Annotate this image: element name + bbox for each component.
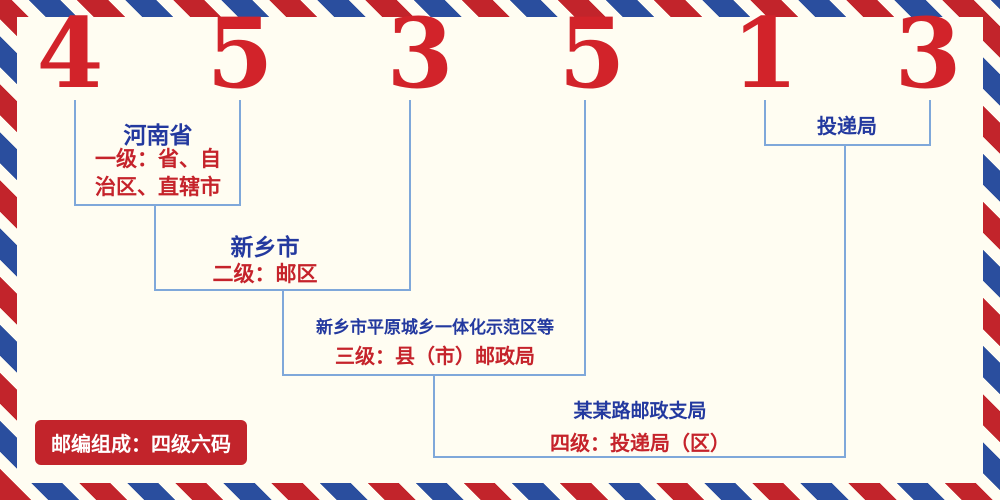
level3-description: 三级：县（市）邮政局 — [335, 346, 535, 368]
connector-line-level2-drop — [154, 205, 156, 290]
postal-digit-3: 3 — [386, 0, 454, 110]
connector-line-level2-right — [409, 100, 411, 290]
connector-line-level4-drop — [433, 375, 435, 457]
postal-digit-1: 4 — [36, 0, 104, 110]
connector-line-level1-right — [239, 100, 241, 205]
postal-digit-5: 1 — [731, 0, 799, 110]
connector-line-delivery-bottom — [764, 144, 931, 146]
level4-description: 四级：投递局（区） — [550, 433, 730, 455]
connector-line-level4-right — [844, 145, 846, 457]
level2-description: 二级：邮区 — [212, 263, 318, 286]
level3-name: 新乡市平原城乡一体化示范区等 — [316, 318, 554, 337]
envelope-background — [17, 17, 983, 483]
connector-line-level3-right — [584, 100, 586, 375]
postal-code-composition-badge: 邮编组成：四级六码 — [35, 420, 247, 465]
level2-name: 新乡市 — [230, 234, 300, 260]
level1-description: 一级：省、自 治区、直辖市 — [95, 148, 221, 200]
level4-name: 某某路邮政支局 — [573, 401, 707, 422]
connector-line-level4-bottom — [433, 456, 846, 458]
connector-line-delivery-right — [929, 100, 931, 145]
postal-digit-6: 3 — [894, 0, 962, 110]
connector-line-level3-drop — [282, 290, 284, 375]
level1-name: 河南省 — [123, 122, 193, 148]
delivery-bureau-label: 投递局 — [817, 116, 877, 138]
connector-line-level1-left — [74, 100, 76, 205]
postal-digit-2: 5 — [206, 0, 274, 110]
postal-digit-4: 5 — [558, 0, 626, 110]
connector-line-level1-bottom — [74, 204, 241, 206]
connector-line-delivery-left — [764, 100, 766, 145]
